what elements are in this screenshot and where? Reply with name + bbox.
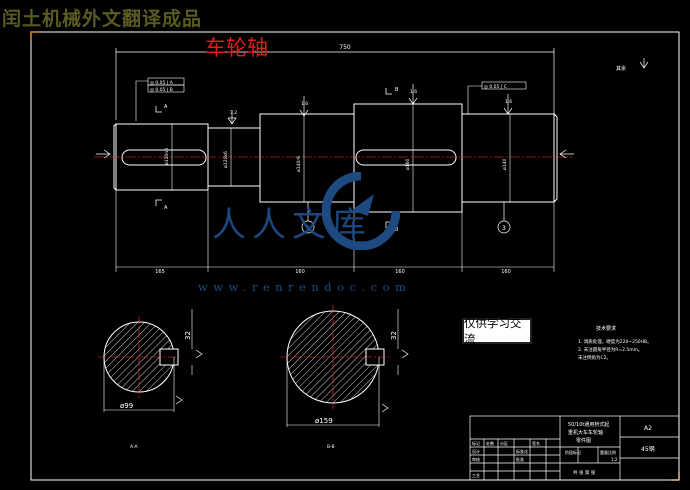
datum-1: 1 <box>306 225 310 232</box>
title-block <box>469 415 680 481</box>
sheet-size: A2 <box>644 425 652 432</box>
roughness-1: 3.2 <box>230 110 237 116</box>
section-b-key: 32 <box>390 331 398 340</box>
seg-2: 160 <box>295 269 305 275</box>
tech-3: 未注倒角为C2。 <box>578 354 611 361</box>
material: 45钢 <box>641 445 655 453</box>
drawing-name-3: 零件图 <box>576 437 591 444</box>
svg-text:ø120k6: ø120k6 <box>223 151 229 168</box>
seg-1: 165 <box>155 269 165 275</box>
svg-text:ø110n6: ø110n6 <box>164 148 170 165</box>
section-a-key: 32 <box>184 331 192 340</box>
overall-length-label: 750 <box>339 44 351 51</box>
svg-text:审核: 审核 <box>472 456 480 462</box>
section-a-view <box>98 309 203 412</box>
watermark-url: www.renrendoc.com <box>198 280 412 294</box>
corner-note: 其余 <box>616 65 626 72</box>
section-b-top: B <box>395 87 399 93</box>
seg-4: 160 <box>501 269 511 275</box>
section-a-bottom: A <box>164 205 168 211</box>
svg-text:ø140r6: ø140r6 <box>296 156 302 172</box>
drawing-name-2: 重机大车车轮轴 <box>568 429 603 436</box>
seg-3: 160 <box>395 269 405 275</box>
tol-frame-1: ◎ 0.05 | A <box>150 80 174 86</box>
drawing-title: 车轮轴 <box>205 36 268 60</box>
svg-text:批准: 批准 <box>516 456 524 462</box>
corner-marks <box>30 31 680 481</box>
svg-text:设计: 设计 <box>472 448 480 454</box>
section-b-bottom: B <box>395 227 399 233</box>
drawing-name-1: 50/10t通用桥式起 <box>568 421 609 428</box>
diameter-texts: ø110n6 ø120k6 ø140r6 ø160 ø140 <box>164 148 508 172</box>
tol-frame-2: ◎ 0.05 | B <box>150 87 173 93</box>
tech-title: 技术要求 <box>596 325 616 332</box>
roughness-4: 1.6 <box>505 99 512 105</box>
scale-label: 比例 <box>608 449 616 455</box>
corner-roughness <box>639 58 649 69</box>
study-only-label: 仅供学习交流 <box>462 316 532 346</box>
watermark-text: 人人文库 <box>212 205 372 245</box>
tol-frame-3: ◎ 0.05 | C <box>484 84 507 90</box>
title-block-roles: 设计 审核 工艺 标准化 批准 标记 处数 分区 签名 <box>472 440 540 478</box>
roughness-2: 1.6 <box>301 101 308 107</box>
segment-dimensions <box>115 186 555 272</box>
svg-text:签名: 签名 <box>532 440 540 446</box>
section-b-diam: ø159 <box>315 417 333 425</box>
datum-3: 3 <box>502 225 506 232</box>
svg-text:标记: 标记 <box>472 440 480 446</box>
datum-callouts <box>301 202 511 234</box>
section-a-top: A <box>164 104 168 110</box>
document-banner: 闰土机械外文翻译成品 <box>2 8 203 30</box>
watermark-logo-icon <box>322 172 400 250</box>
tech-2: 2. 未注圆角半径为R=2.5mm。 <box>578 346 643 353</box>
svg-text:分区: 分区 <box>500 440 508 446</box>
scale-value: 1:2 <box>611 457 618 462</box>
stage-label: 阶段标记 <box>565 449 581 455</box>
svg-text:处数: 处数 <box>486 440 494 446</box>
svg-text:ø160: ø160 <box>405 159 411 170</box>
weight-label: 重量 <box>600 449 608 455</box>
diameter-marks <box>171 104 511 212</box>
roughness-symbols <box>96 84 574 159</box>
svg-text:标准化: 标准化 <box>516 448 528 454</box>
roughness-3: 1.6 <box>410 89 417 95</box>
overall-dimension <box>115 48 555 120</box>
section-b-title: B-B <box>327 444 335 450</box>
section-a-title: A-A <box>130 444 139 450</box>
svg-text:ø140: ø140 <box>502 159 508 170</box>
tech-1: 1. 调质处理，硬度为220~250HB。 <box>578 338 652 345</box>
section-b-view <box>280 305 409 427</box>
sheet-count: 共 张 第 张 <box>573 469 596 476</box>
drawing-frame <box>30 31 680 481</box>
svg-text:工艺: 工艺 <box>472 473 480 478</box>
section-a-diam: ø99 <box>120 402 133 410</box>
tolerance-frames <box>135 77 527 121</box>
